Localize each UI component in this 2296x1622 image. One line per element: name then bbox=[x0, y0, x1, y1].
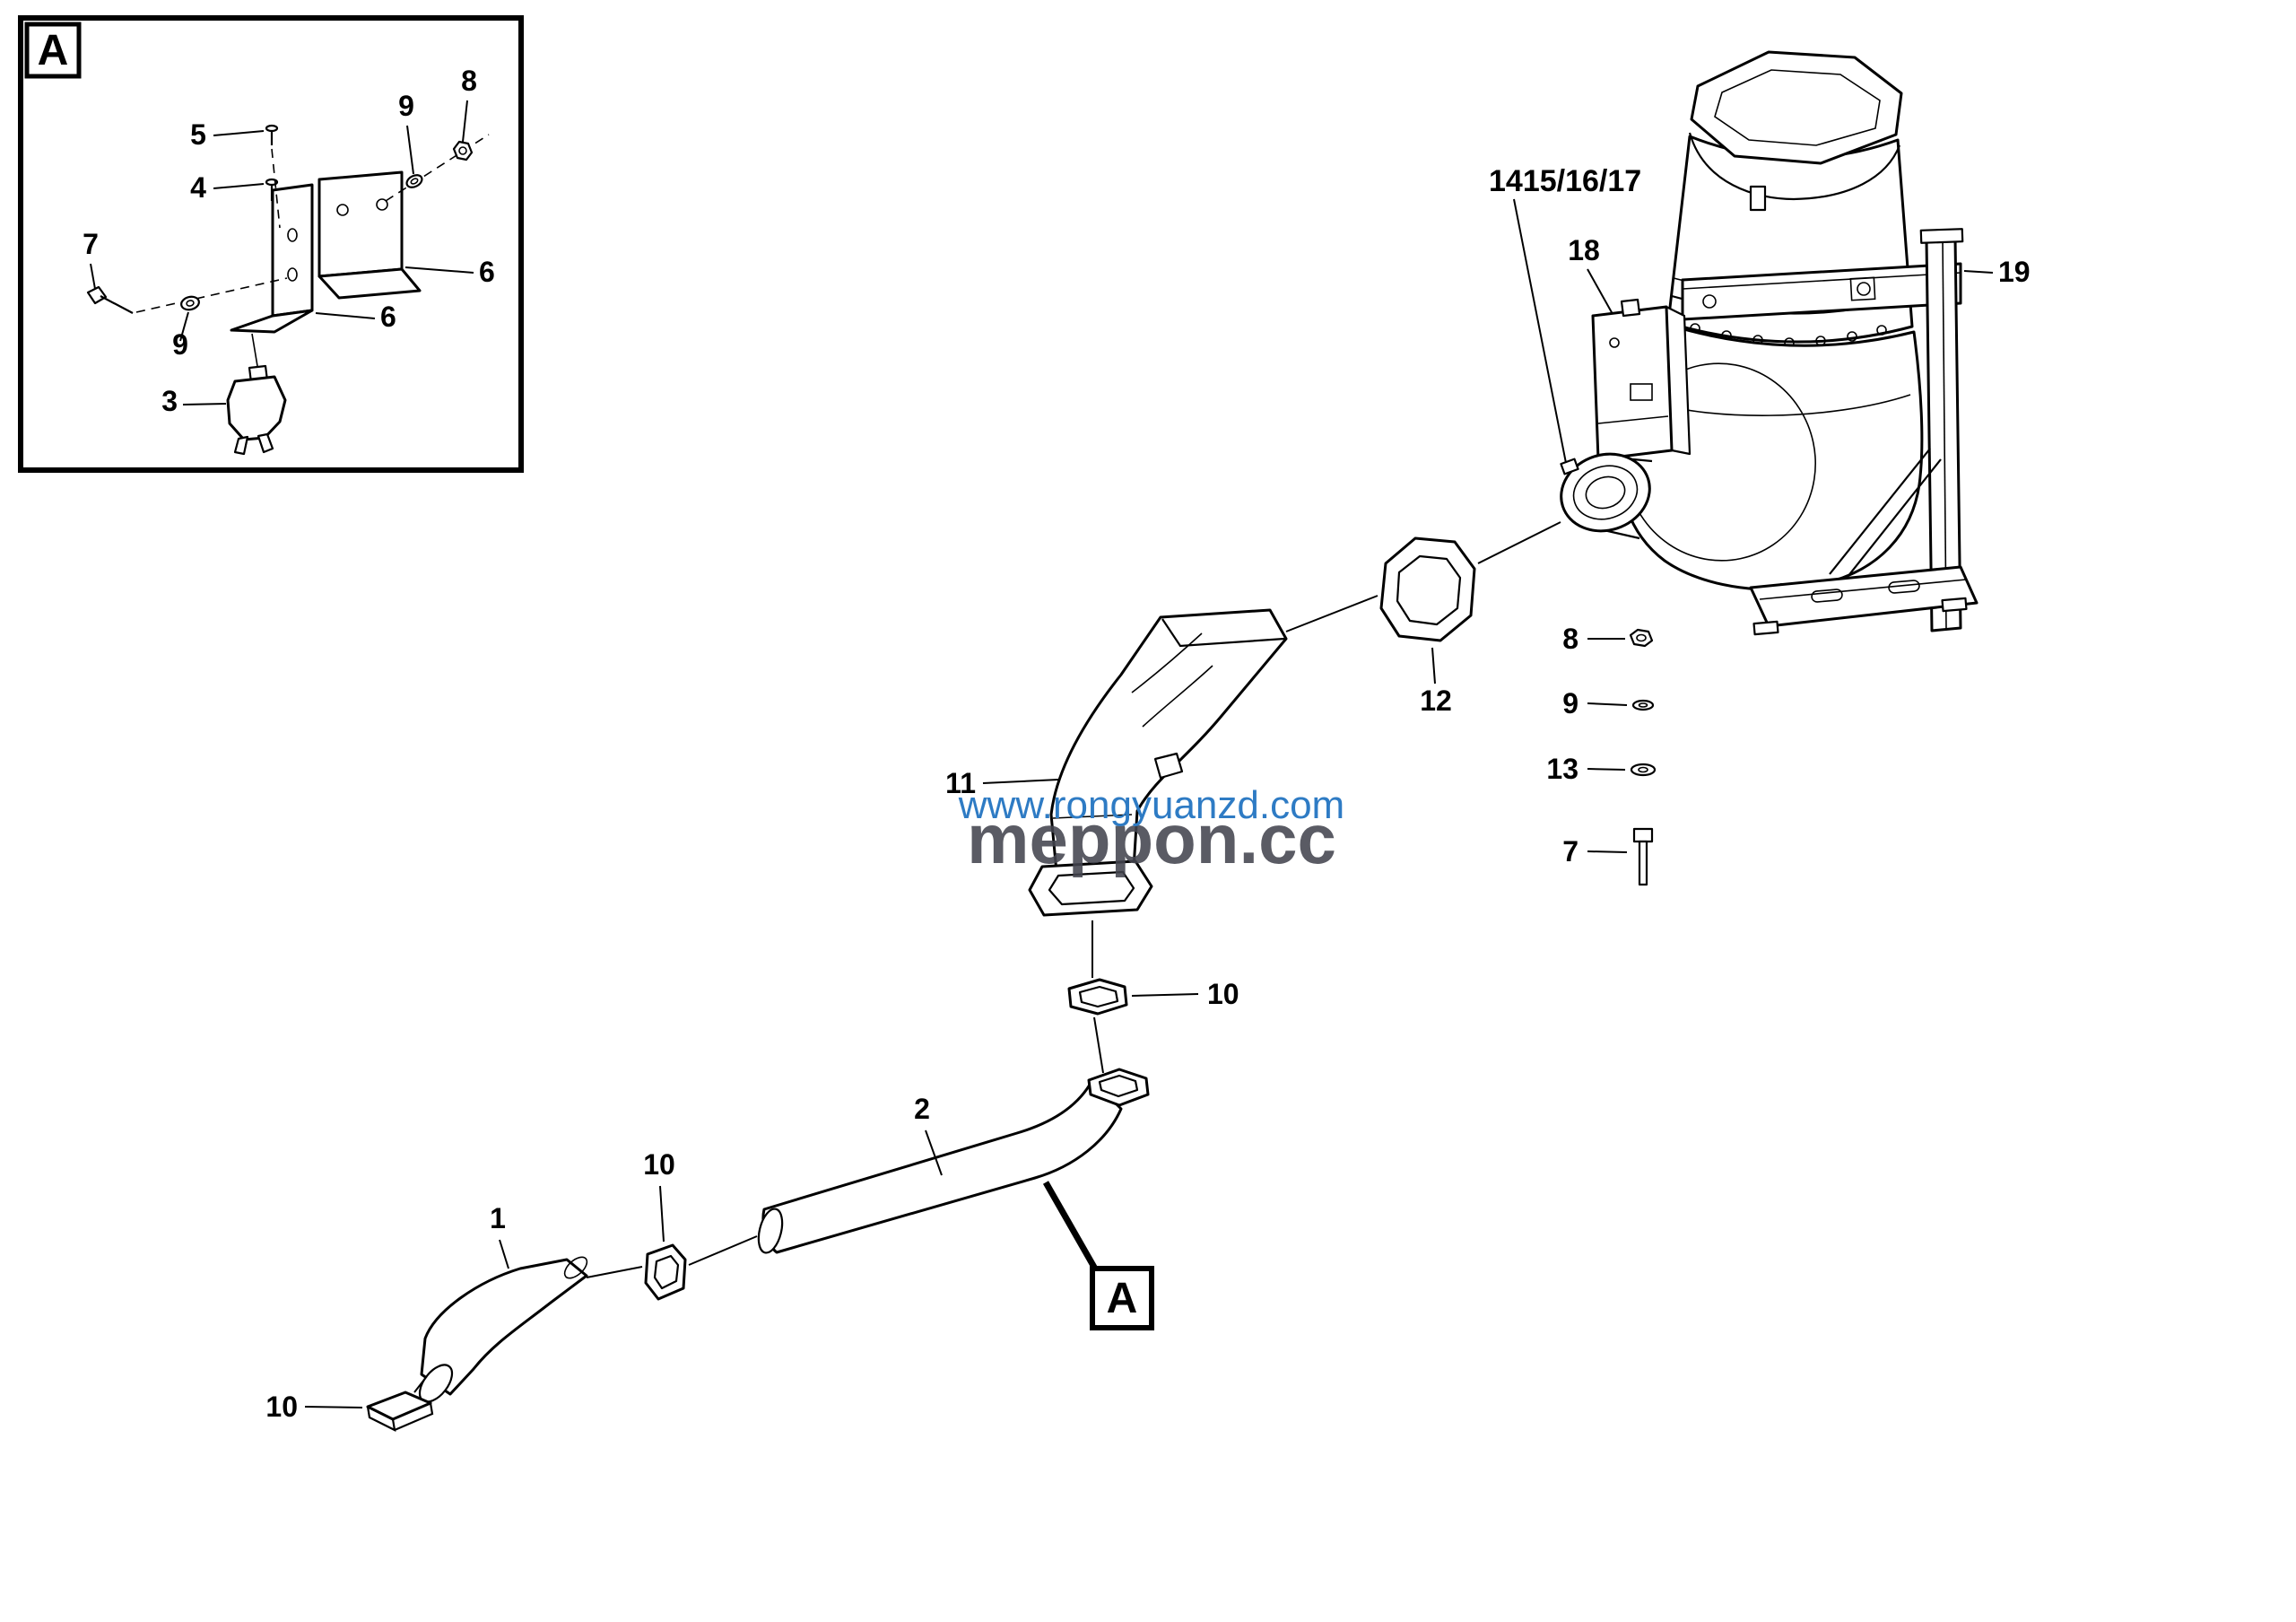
part-label-18: 18 bbox=[1568, 234, 1600, 266]
part-label-4: 4 bbox=[190, 171, 206, 204]
part-label-6-right: 6 bbox=[479, 256, 495, 288]
axis-bolt-7 bbox=[135, 277, 288, 313]
leader-4 bbox=[213, 183, 265, 189]
frame-brace bbox=[1829, 448, 1942, 582]
air-cleaner-assembly bbox=[1560, 50, 1979, 636]
leader-1 bbox=[499, 1239, 509, 1269]
part-8-nut-main bbox=[1629, 628, 1654, 648]
part-label-1: 1 bbox=[490, 1202, 506, 1234]
leader-10-left bbox=[659, 1185, 665, 1243]
frame-crossbar bbox=[1681, 262, 1962, 321]
air-cleaner-cap bbox=[1690, 50, 1903, 165]
axis-10-2-left bbox=[688, 1235, 758, 1266]
part-label-11: 11 bbox=[945, 767, 976, 799]
detail-view-a: A bbox=[18, 15, 524, 473]
air-cleaner-inlet bbox=[1560, 452, 1653, 540]
axis-10b-1 bbox=[413, 1375, 428, 1393]
part-18-box bbox=[1591, 298, 1692, 461]
part-label-9-upper: 9 bbox=[398, 90, 414, 122]
axis-nut-8 bbox=[385, 134, 490, 202]
part-label-2: 2 bbox=[914, 1093, 930, 1125]
part-label-19: 19 bbox=[1998, 256, 2031, 288]
axis-gasket-inlet bbox=[1477, 521, 1561, 564]
axis-10-2 bbox=[1093, 1016, 1104, 1074]
watermark: meppon.cc www.rongyuanzd.com bbox=[958, 783, 1344, 878]
part-label-9-main: 9 bbox=[1562, 687, 1578, 719]
cap-clip bbox=[1749, 185, 1767, 212]
part-5-screw bbox=[265, 124, 279, 145]
part-label-10-mid: 10 bbox=[1207, 978, 1239, 1010]
callout-a-leader bbox=[1042, 1181, 1100, 1272]
leader-8 bbox=[462, 100, 468, 143]
frame-right-post bbox=[1919, 228, 1964, 632]
part-label-8: 8 bbox=[461, 65, 477, 97]
callout-a-label: A bbox=[1107, 1275, 1138, 1322]
leader-12 bbox=[1431, 647, 1436, 685]
leader-9-lower bbox=[179, 311, 189, 342]
part-label-14-17: 1415/16/17 bbox=[1489, 164, 1641, 198]
part-9-washer-lower bbox=[180, 295, 200, 311]
leader-3 bbox=[182, 403, 227, 406]
axis-duct-gasket bbox=[1285, 595, 1378, 632]
detail-view-label: A bbox=[38, 27, 69, 74]
frame-base-plate bbox=[1749, 565, 1979, 636]
part-label-8-main: 8 bbox=[1562, 623, 1578, 655]
part-label-6-lower: 6 bbox=[380, 301, 396, 333]
part-6-bracket-left bbox=[230, 183, 314, 334]
part-label-7: 7 bbox=[83, 228, 99, 260]
part-11-duct bbox=[1028, 608, 1288, 917]
leader-13 bbox=[1587, 768, 1626, 771]
part-label-12: 12 bbox=[1420, 685, 1452, 717]
leader-5 bbox=[213, 130, 265, 136]
watermark-url: www.rongyuanzd.com bbox=[958, 783, 1344, 827]
part-label-7-main: 7 bbox=[1562, 835, 1578, 868]
cap-rim bbox=[1688, 132, 1901, 201]
part-7-bolt-main bbox=[1632, 827, 1654, 886]
part-10-gasket-left bbox=[644, 1243, 687, 1301]
part-label-13: 13 bbox=[1546, 753, 1578, 785]
part-label-3: 3 bbox=[161, 385, 178, 417]
cap-facet bbox=[1714, 69, 1881, 146]
part-1-duct bbox=[418, 1256, 588, 1403]
leader-14-17 bbox=[1513, 198, 1567, 464]
part-label-10-left: 10 bbox=[643, 1148, 675, 1181]
leader-10-bottom bbox=[304, 1406, 363, 1408]
part-8-nut bbox=[452, 140, 474, 161]
leader-2 bbox=[925, 1129, 943, 1176]
part-13-washer bbox=[1630, 763, 1657, 777]
part-3-valve bbox=[226, 364, 287, 456]
leader-6-lower bbox=[315, 312, 376, 319]
part-2-pipe bbox=[757, 1068, 1150, 1254]
leader-9-main bbox=[1587, 702, 1628, 706]
part-label-10-bottom: 10 bbox=[265, 1391, 298, 1423]
detail-view-label-box bbox=[24, 22, 82, 79]
part-label-9-lower: 9 bbox=[172, 328, 188, 361]
leader-7 bbox=[90, 263, 96, 290]
watermark-brand: meppon.cc bbox=[967, 799, 1336, 878]
leader-18 bbox=[1587, 268, 1613, 315]
axis-1-10 bbox=[586, 1266, 643, 1278]
part-10-gasket-mid bbox=[1067, 978, 1128, 1016]
part-9-washer-upper bbox=[405, 174, 423, 188]
part-6-bracket-right bbox=[317, 170, 422, 300]
leader-9-upper bbox=[406, 125, 414, 175]
part-12-gasket bbox=[1379, 536, 1476, 642]
part-7-bolt bbox=[86, 285, 134, 314]
leader-11 bbox=[982, 779, 1059, 784]
leader-19 bbox=[1963, 270, 1994, 274]
leader-6-right bbox=[404, 266, 474, 274]
part-9-washer-main bbox=[1631, 699, 1655, 711]
leader-7-main bbox=[1587, 850, 1628, 853]
callout-a-box bbox=[1090, 1266, 1154, 1330]
part-10-gasket-bottom bbox=[366, 1391, 434, 1432]
leader-10-mid bbox=[1131, 993, 1199, 997]
axis-screws bbox=[271, 148, 281, 229]
axis-valve-3 bbox=[251, 333, 258, 367]
part-label-5: 5 bbox=[190, 118, 206, 151]
